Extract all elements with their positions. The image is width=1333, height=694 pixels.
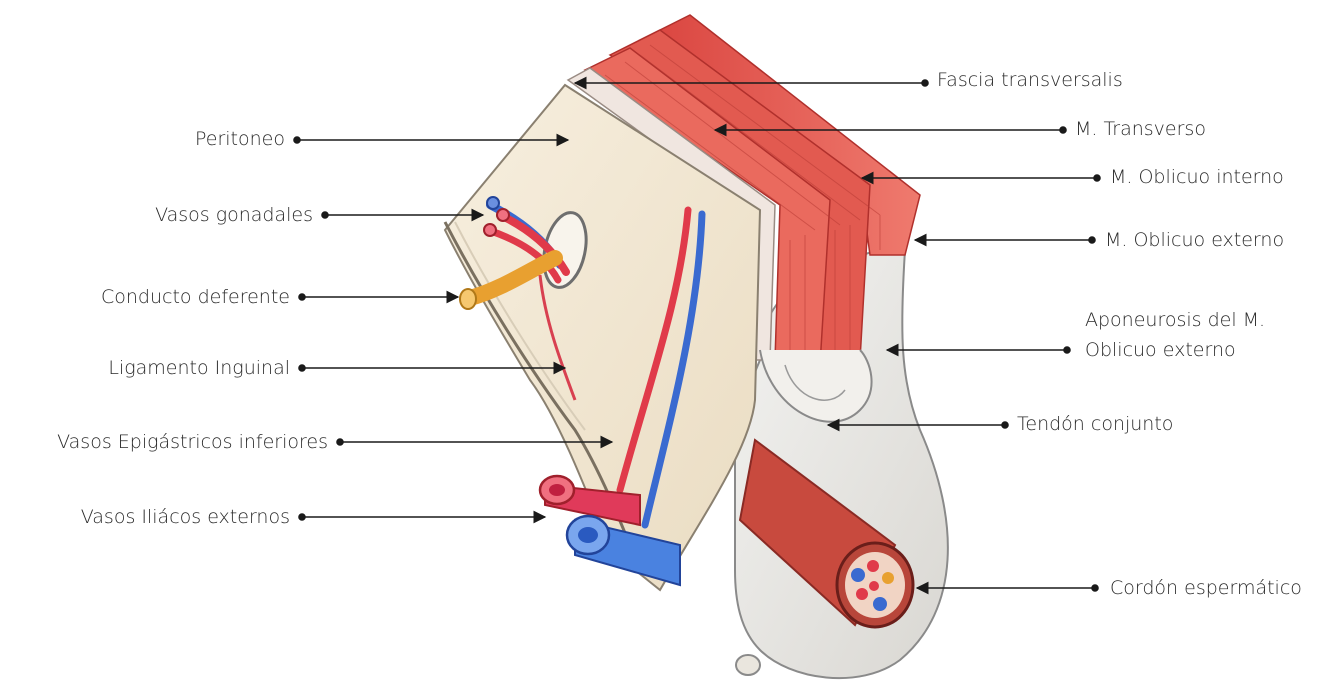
label-peritoneo: Peritoneo	[195, 127, 285, 151]
label-cordon-espermatico: Cordón espermático	[1110, 576, 1302, 600]
label-m-transverso: M. Transverso	[1075, 117, 1206, 141]
label-aponeurosis-line1: Aponeurosis del M.	[1085, 308, 1265, 332]
label-vasos-epigastricos: Vasos Epigástricos inferiores	[57, 430, 328, 454]
label-m-oblicuo-externo: M. Oblicuo externo	[1105, 228, 1284, 252]
label-ligamento-inguinal: Ligamento Inguinal	[108, 356, 290, 380]
label-aponeurosis-line2: Oblicuo externo	[1085, 338, 1236, 362]
label-vasos-gonadales: Vasos gonadales	[155, 203, 313, 227]
label-fascia-transversalis: Fascia transversalis	[937, 68, 1123, 92]
label-conducto-deferente: Conducto deferente	[101, 285, 290, 309]
label-vasos-iliacos: Vasos Iliácos externos	[81, 505, 290, 529]
label-tendon-conjunto: Tendón conjunto	[1017, 412, 1173, 436]
label-m-oblicuo-interno: M. Oblicuo interno	[1110, 165, 1284, 189]
